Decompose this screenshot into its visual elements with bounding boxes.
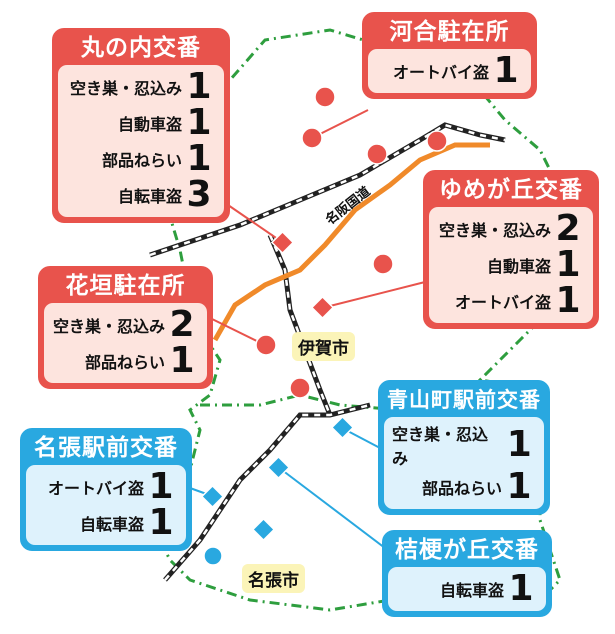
crime-type: 空き巣・忍込み — [69, 79, 182, 98]
crime-type: 空き巣・忍込み — [52, 317, 165, 336]
crime-type: 部品ねらい — [101, 151, 182, 170]
crime-type: 空き巣・忍込み — [438, 221, 551, 240]
incident-marker — [426, 130, 448, 152]
crime-count: 1 — [148, 466, 174, 507]
incident-marker — [200, 484, 225, 509]
station-name: 河合駐在所 — [389, 19, 510, 45]
leader-lines — [189, 109, 426, 549]
crime-type: オートバイ盗 — [47, 479, 144, 498]
incident-marker — [289, 377, 311, 399]
crime-count: 2 — [169, 304, 195, 345]
incident-marker — [255, 334, 277, 356]
incident-marker — [251, 517, 276, 542]
station-name: 桔梗が丘交番 — [395, 537, 539, 563]
crime-count: 1 — [506, 424, 532, 465]
crime-count: 1 — [186, 102, 212, 143]
crime-type: オートバイ盗 — [454, 293, 551, 312]
station-name: 花垣駐在所 — [65, 273, 186, 299]
incident-marker — [372, 253, 394, 275]
crime-count: 1 — [508, 568, 534, 609]
crime-row: 空き巣・忍込み 1 — [392, 421, 536, 469]
city-label-nabari: 名張市 — [242, 564, 305, 593]
incident-marker — [330, 415, 355, 440]
crime-type: 空き巣・忍込み — [392, 425, 489, 468]
crime-type: 自動車盗 — [117, 115, 182, 134]
highway-meihan — [212, 142, 490, 342]
station-name: ゆめが丘交番 — [439, 177, 583, 203]
incident-marker — [270, 230, 295, 255]
incident-marker — [314, 86, 336, 108]
incident-marker — [266, 455, 291, 480]
crime-count: 3 — [186, 174, 212, 215]
incident-marker — [366, 143, 388, 165]
crime-count: 1 — [555, 244, 581, 285]
crime-count: 1 — [493, 50, 519, 91]
crime-type: 自動車盗 — [486, 257, 551, 276]
crime-count: 1 — [555, 280, 581, 321]
crime-count: 2 — [555, 208, 581, 249]
crime-count: 1 — [506, 466, 532, 507]
incident-markers — [200, 86, 448, 566]
incident-marker — [310, 295, 335, 320]
station-name: 青山町駅前交番 — [387, 388, 541, 412]
crime-type: 自転車盗 — [79, 515, 144, 534]
station-name: 名張駅前交番 — [34, 435, 178, 461]
crime-type: 部品ねらい — [84, 353, 165, 372]
crime-count: 1 — [186, 66, 212, 107]
crime-type: オートバイ盗 — [392, 63, 489, 82]
crime-type: 自転車盗 — [117, 187, 182, 206]
crime-count: 1 — [186, 138, 212, 179]
crime-type: 自転車盗 — [439, 581, 504, 600]
crime-type: 部品ねらい — [421, 479, 502, 498]
railway — [149, 122, 506, 582]
incident-marker — [203, 546, 223, 566]
city-label-iga: 伊賀市 — [292, 332, 355, 361]
station-name: 丸の内交番 — [81, 35, 201, 61]
incident-marker — [301, 127, 323, 149]
crime-count: 1 — [169, 340, 195, 381]
crime-count: 1 — [148, 502, 174, 543]
